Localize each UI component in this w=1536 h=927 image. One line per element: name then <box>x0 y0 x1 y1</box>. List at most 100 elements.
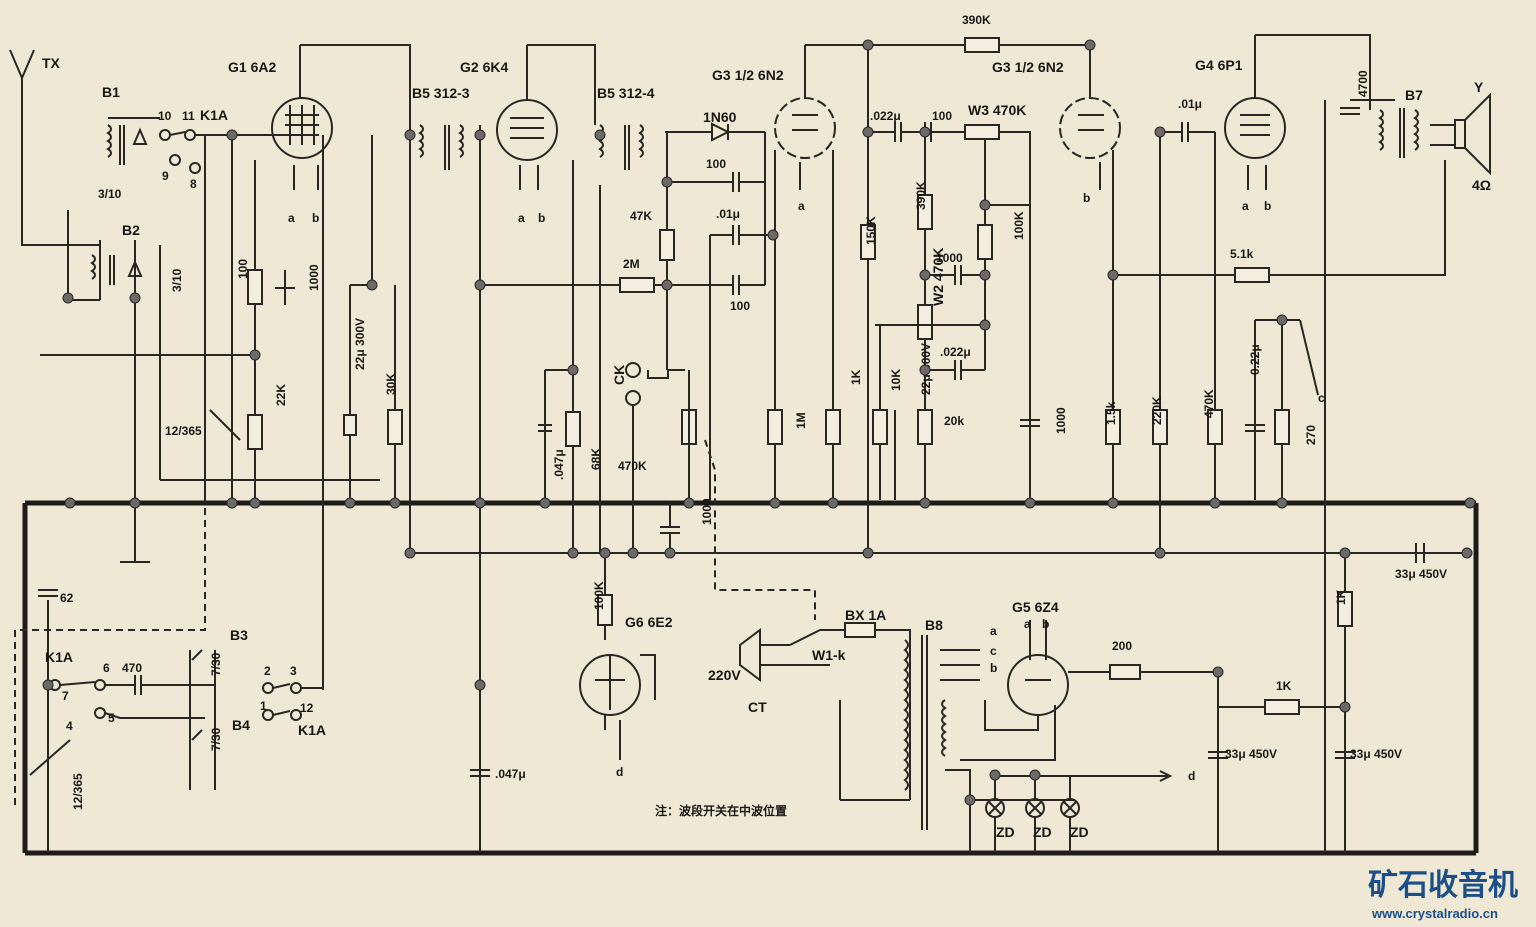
g2-label: G2 6K4 <box>460 59 508 75</box>
c-33u-450v-b-label: 33μ 450V <box>1225 747 1277 761</box>
b4-label: B4 <box>232 717 250 733</box>
c-22u-300v-a-label: 22μ 300V <box>353 318 367 370</box>
r-390k <box>964 37 1000 53</box>
g1-network <box>120 135 403 690</box>
speaker-imp-label: 4Ω <box>1472 177 1491 193</box>
c-12-365-b-label: 12/365 <box>71 773 85 810</box>
contact-8: 8 <box>190 177 197 191</box>
tube-g5 <box>960 620 1355 853</box>
g6-tap-d: d <box>616 765 623 779</box>
r-220k-label: 220K <box>1150 396 1164 425</box>
r-5-1k <box>1234 267 1270 283</box>
b5a-label: B5 312-3 <box>412 85 470 101</box>
g5-tap-a: a <box>1024 617 1031 631</box>
b7-label: B7 <box>1405 87 1423 103</box>
contact-6: 6 <box>103 661 110 675</box>
b8-label: B8 <box>925 617 943 633</box>
r-100k-a-label: 100K <box>592 581 606 610</box>
tube-g6 <box>579 553 656 760</box>
b8-tap-d: d <box>1188 769 1195 783</box>
tube-g3a <box>767 44 1090 500</box>
b8-tap-b: b <box>990 661 997 675</box>
contact-12: 12 <box>300 701 314 715</box>
g3b-tap-b: b <box>1083 191 1090 205</box>
g4-tap-b: b <box>1264 199 1271 213</box>
r-10k <box>872 409 888 445</box>
r-22k-label: 22K <box>274 384 288 406</box>
c-01u-b-label: .01μ <box>1178 97 1202 111</box>
g4-tap-c: c <box>1318 391 1325 405</box>
mains-label: 220V <box>708 667 741 683</box>
contact-3: 3 <box>290 664 297 678</box>
c-62-label: 62 <box>60 591 74 605</box>
switch-k1a-left-label: K1A <box>45 649 73 665</box>
diagram-note: 注：波段开关在中波位置 <box>655 803 787 818</box>
power-transformer-b8 <box>839 635 980 853</box>
ck-label: CK <box>611 365 627 385</box>
if-transformer-b5a <box>409 124 481 553</box>
speaker-label: Y <box>1474 79 1484 95</box>
r-2m <box>619 277 655 293</box>
coil-b1 <box>106 117 160 165</box>
bus-bars <box>22 354 1479 856</box>
c-470-label: 470 <box>122 661 142 675</box>
if-transformer-b5b <box>598 124 644 553</box>
output-transformer-b7 <box>1340 99 1419 158</box>
diode-label: 1N60 <box>703 109 737 125</box>
contact-2: 2 <box>264 664 271 678</box>
contact-9: 9 <box>162 169 169 183</box>
c-100-a-label: 100 <box>706 157 726 171</box>
agc-bypass <box>470 500 490 853</box>
r-47k <box>659 229 675 261</box>
c-022u-c-label: 0.22μ <box>1248 344 1262 375</box>
speaker-icon <box>1430 92 1491 176</box>
w2-pot <box>917 304 933 340</box>
r-1-5k-label: 1.5k <box>1104 401 1118 425</box>
antenna-symbol <box>9 49 100 246</box>
c-022u-a-label: .022μ <box>870 109 901 123</box>
r-100k-b <box>977 224 993 260</box>
g4-tap-a: a <box>1242 199 1249 213</box>
bandswitch-bottom <box>29 589 323 853</box>
mains-plug <box>739 622 911 800</box>
c-100-c-label: 100 <box>932 109 952 123</box>
pilot-lamps <box>970 775 1080 853</box>
c-3-10-a-label: 3/10 <box>98 187 122 201</box>
g3a-label: G3 1/2 6N2 <box>712 67 784 83</box>
r-1m-label: 1M <box>794 412 808 429</box>
c-7-30-b-label: 7/30 <box>209 727 223 751</box>
filter-right <box>1337 543 1425 853</box>
r-1-5k <box>1105 409 1121 445</box>
c-1000-d-label: 1000 <box>1054 407 1068 434</box>
r-2m-label: 2M <box>623 257 640 271</box>
r-470k-b-label: 470K <box>1202 389 1216 418</box>
r-1k-b <box>1337 591 1353 627</box>
fuse-bx <box>844 622 876 638</box>
c-047u-a-label: .047μ <box>552 449 566 480</box>
r-47k-label: 47K <box>630 209 652 223</box>
r-5-1k-label: 5.1k <box>1230 247 1254 261</box>
tuning-linkage <box>14 460 206 810</box>
w1-label: W1-k <box>812 647 846 663</box>
r-100-label: 100 <box>236 259 250 279</box>
zd1-label: ZD <box>996 824 1015 840</box>
c-22u-300v-a <box>343 414 357 436</box>
r-68k <box>565 411 581 447</box>
r-390k-b-label: 390K <box>914 181 928 210</box>
watermark-logo: 矿石收音机 <box>1368 868 1518 902</box>
ct-label: CT <box>748 699 767 715</box>
b1-label: B1 <box>102 84 120 100</box>
g4-label: G4 6P1 <box>1195 57 1243 73</box>
c-047u-b-label: .047μ <box>495 767 526 781</box>
r-150k-label: 150K <box>864 216 878 245</box>
switch-contacts-top <box>159 129 300 174</box>
r-100 <box>247 269 263 305</box>
r-470k-b <box>1207 409 1223 445</box>
r-200 <box>1109 664 1141 680</box>
g1-tap-a: a <box>288 211 295 225</box>
junction-dots <box>42 39 1476 806</box>
r-390k-label: 390K <box>962 13 991 27</box>
c-1000-b-label: 1000 <box>700 498 714 525</box>
r-390k-b <box>917 194 933 230</box>
